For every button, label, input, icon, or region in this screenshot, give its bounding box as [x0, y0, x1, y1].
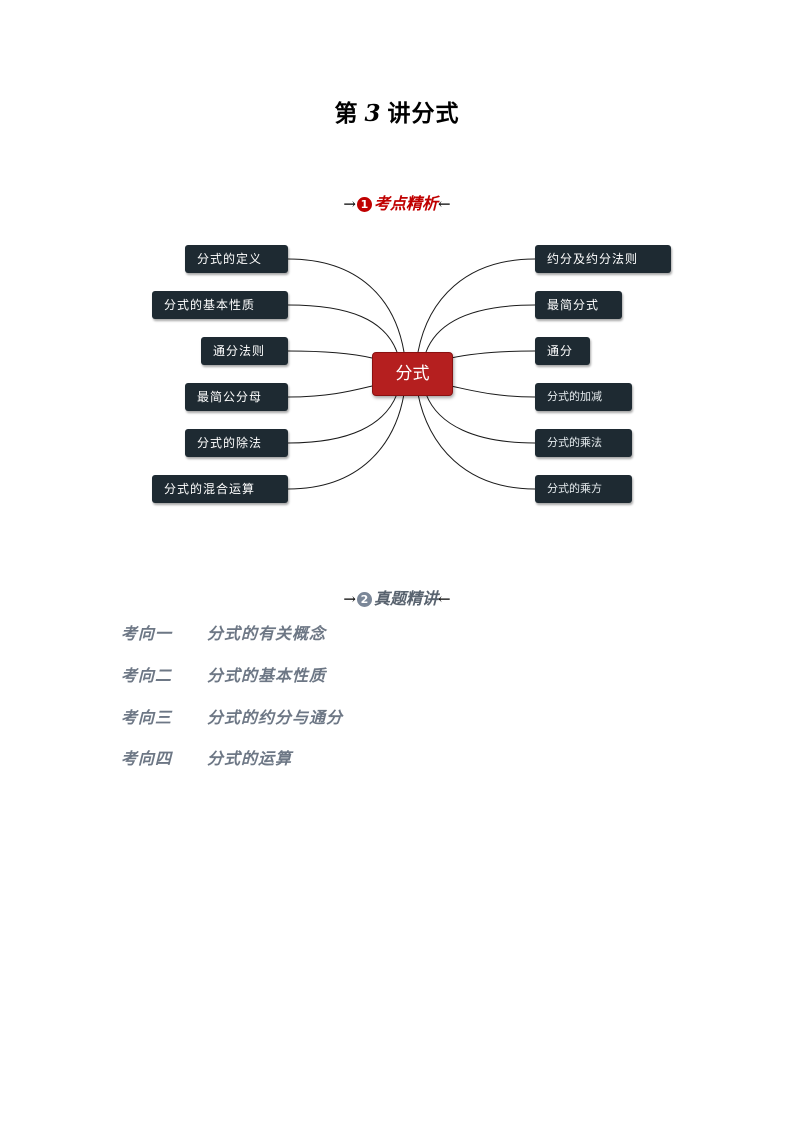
topic-text: 分式的基本性质 — [207, 666, 327, 685]
node-lowest-common-denominator: 最简公分母 — [185, 383, 288, 411]
topic-number: 考向四 — [121, 749, 173, 768]
connector-left-3 — [287, 350, 373, 359]
mind-map: 分式的定义 分式的基本性质 通分法则 最简公分母 分式的除法 分式的混合运算 分… — [0, 0, 794, 560]
node-basic-property: 分式的基本性质 — [152, 291, 288, 319]
connector-left-1 — [287, 258, 405, 353]
connector-right-4 — [450, 385, 536, 398]
connector-right-6 — [417, 393, 536, 490]
topic-item: 考向三 分式的约分与通分 — [121, 704, 343, 728]
left-arrow-icon: ← — [438, 195, 451, 213]
node-reduction-rule: 约分及约分法则 — [535, 245, 671, 273]
topic-number: 考向一 — [121, 624, 173, 643]
node-simplest-fraction: 最简分式 — [535, 291, 622, 319]
title-prefix: 第 — [334, 100, 359, 127]
mind-map-connectors — [287, 258, 536, 490]
topic-text: 分式的有关概念 — [207, 624, 327, 643]
topic-number: 考向二 — [121, 666, 173, 685]
connector-left-4 — [287, 385, 373, 398]
connector-right-5 — [425, 393, 536, 444]
center-node-fraction: 分式 — [372, 352, 453, 396]
node-common-denominator-rule: 通分法则 — [201, 337, 288, 365]
section-label: 考点精析 — [373, 194, 438, 213]
topic-text: 分式的约分与通分 — [207, 708, 344, 727]
title-suffix: 讲分式 — [387, 100, 460, 127]
connector-left-2 — [287, 304, 398, 353]
topic-item: 考向一 分式的有关概念 — [121, 620, 326, 644]
title-number: 3 — [364, 100, 382, 127]
connector-right-1 — [417, 258, 536, 353]
topic-item: 考向四 分式的运算 — [121, 745, 292, 769]
node-fraction-division: 分式的除法 — [185, 429, 288, 457]
node-mixed-operations: 分式的混合运算 — [152, 475, 288, 503]
node-multiplication: 分式的乘法 — [535, 429, 632, 457]
node-fraction-definition: 分式的定义 — [185, 245, 288, 273]
left-arrow-icon: ← — [438, 590, 451, 608]
right-arrow-icon: → — [343, 590, 356, 608]
connector-right-3 — [450, 350, 536, 359]
connector-left-5 — [287, 393, 398, 444]
number-badge: 1 — [356, 197, 372, 212]
connector-left-6 — [287, 393, 405, 490]
topic-number: 考向三 — [121, 708, 173, 727]
connector-right-2 — [425, 304, 536, 353]
topic-item: 考向二 分式的基本性质 — [121, 662, 326, 686]
section-label: 真题精讲 — [373, 589, 438, 608]
node-addition-subtraction: 分式的加减 — [535, 383, 632, 411]
node-power: 分式的乘方 — [535, 475, 632, 503]
right-arrow-icon: → — [343, 195, 356, 213]
number-badge: 2 — [356, 592, 372, 607]
topic-text: 分式的运算 — [207, 749, 293, 768]
node-common-denominator: 通分 — [535, 337, 590, 365]
